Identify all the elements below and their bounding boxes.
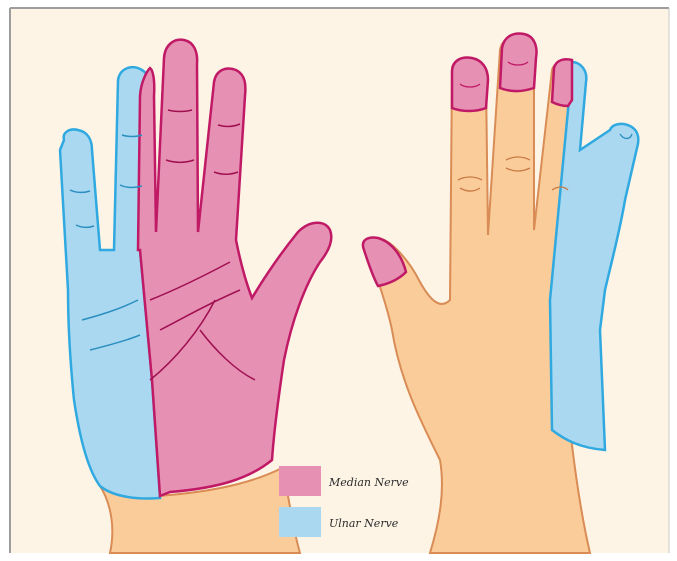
dorsal-median-middle-tip xyxy=(500,34,537,91)
legend-swatch-median xyxy=(279,466,321,496)
legend-label-median: Median Nerve xyxy=(328,476,409,489)
dorsal-median-ring-tip xyxy=(552,59,572,106)
legend-label-ulnar: Ulnar Nerve xyxy=(329,517,399,530)
dorsal-median-index-tip xyxy=(452,58,488,111)
legend-swatch-ulnar xyxy=(279,507,321,537)
